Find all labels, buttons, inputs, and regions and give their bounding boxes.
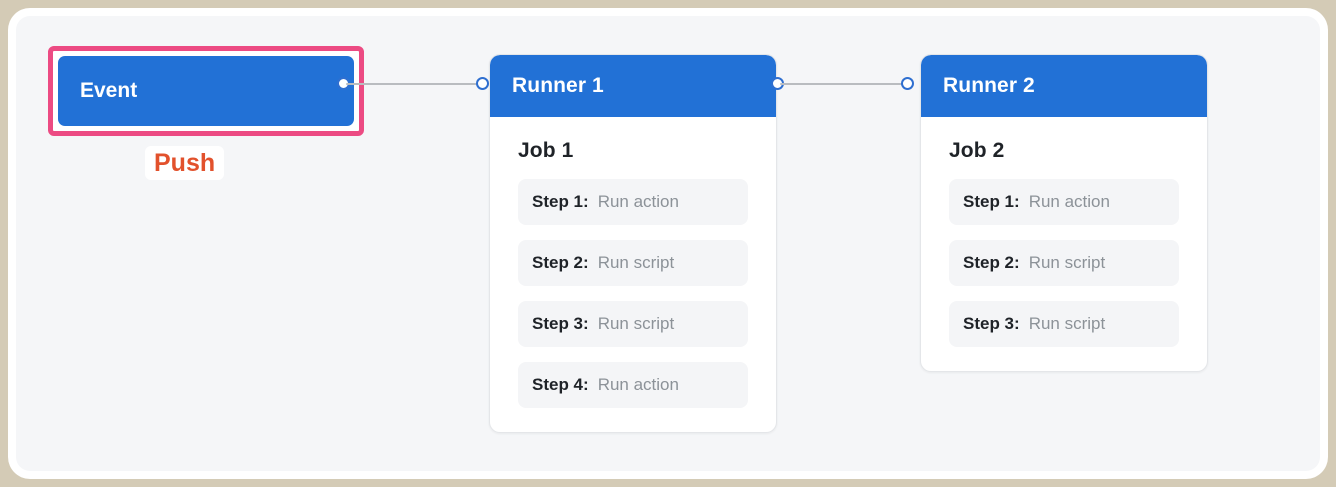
runner-card-2-title: Runner 2 [943,74,1035,97]
step-value: Run action [597,192,679,211]
edge-runner1-to-runner2 [780,83,906,85]
step-label: Step 4: [532,375,589,394]
step-label: Step 1: [532,192,589,211]
runner-card-1-job-title: Job 1 [518,139,574,162]
runner-card-2-job-title: Job 2 [949,139,1005,162]
runner-card-2-header: Runner 2 [921,55,1207,117]
edge-event-to-runner1 [346,83,481,85]
step-label: Step 3: [532,314,589,333]
runner-card-1-body: Job 1 Step 1: Run action Step 2: Run scr… [490,117,776,432]
step-value: Run action [1028,192,1110,211]
runner2-input-port[interactable] [901,77,914,90]
runner-card-2-body: Job 2 Step 1: Run action Step 2: Run scr… [921,117,1207,371]
runner1-input-port[interactable] [476,77,489,90]
runner-card-1-title: Runner 1 [512,74,604,97]
step-value: Run script [597,314,675,333]
runner-card-1[interactable]: Runner 1 Job 1 Step 1: Run action Step 2… [489,54,777,433]
step-label: Step 3: [963,314,1020,333]
step-value: Run action [597,375,679,394]
runner-card-2[interactable]: Runner 2 Job 2 Step 1: Run action Step 2… [920,54,1208,372]
step-row[interactable]: Step 2: Run script [949,240,1179,286]
event-node-label: Event [80,79,138,102]
diagram-canvas: Event Push Runner 1 Job 1 Step 1: Run ac… [8,8,1328,479]
step-label: Step 1: [963,192,1020,211]
diagram-canvas-surface[interactable]: Event Push Runner 1 Job 1 Step 1: Run ac… [16,16,1320,471]
step-label: Step 2: [532,253,589,272]
push-annotation: Push [145,146,225,180]
step-row[interactable]: Step 4: Run action [518,362,748,408]
step-row[interactable]: Step 3: Run script [949,301,1179,347]
step-row[interactable]: Step 1: Run action [518,179,748,225]
runner-card-1-header: Runner 1 [490,55,776,117]
step-row[interactable]: Step 2: Run script [518,240,748,286]
step-row[interactable]: Step 3: Run script [518,301,748,347]
step-label: Step 2: [963,253,1020,272]
step-row[interactable]: Step 1: Run action [949,179,1179,225]
event-node-highlight[interactable]: Event [48,46,364,136]
event-node[interactable]: Event [58,56,354,126]
step-value: Run script [597,253,675,272]
step-value: Run script [1028,253,1106,272]
step-value: Run script [1028,314,1106,333]
